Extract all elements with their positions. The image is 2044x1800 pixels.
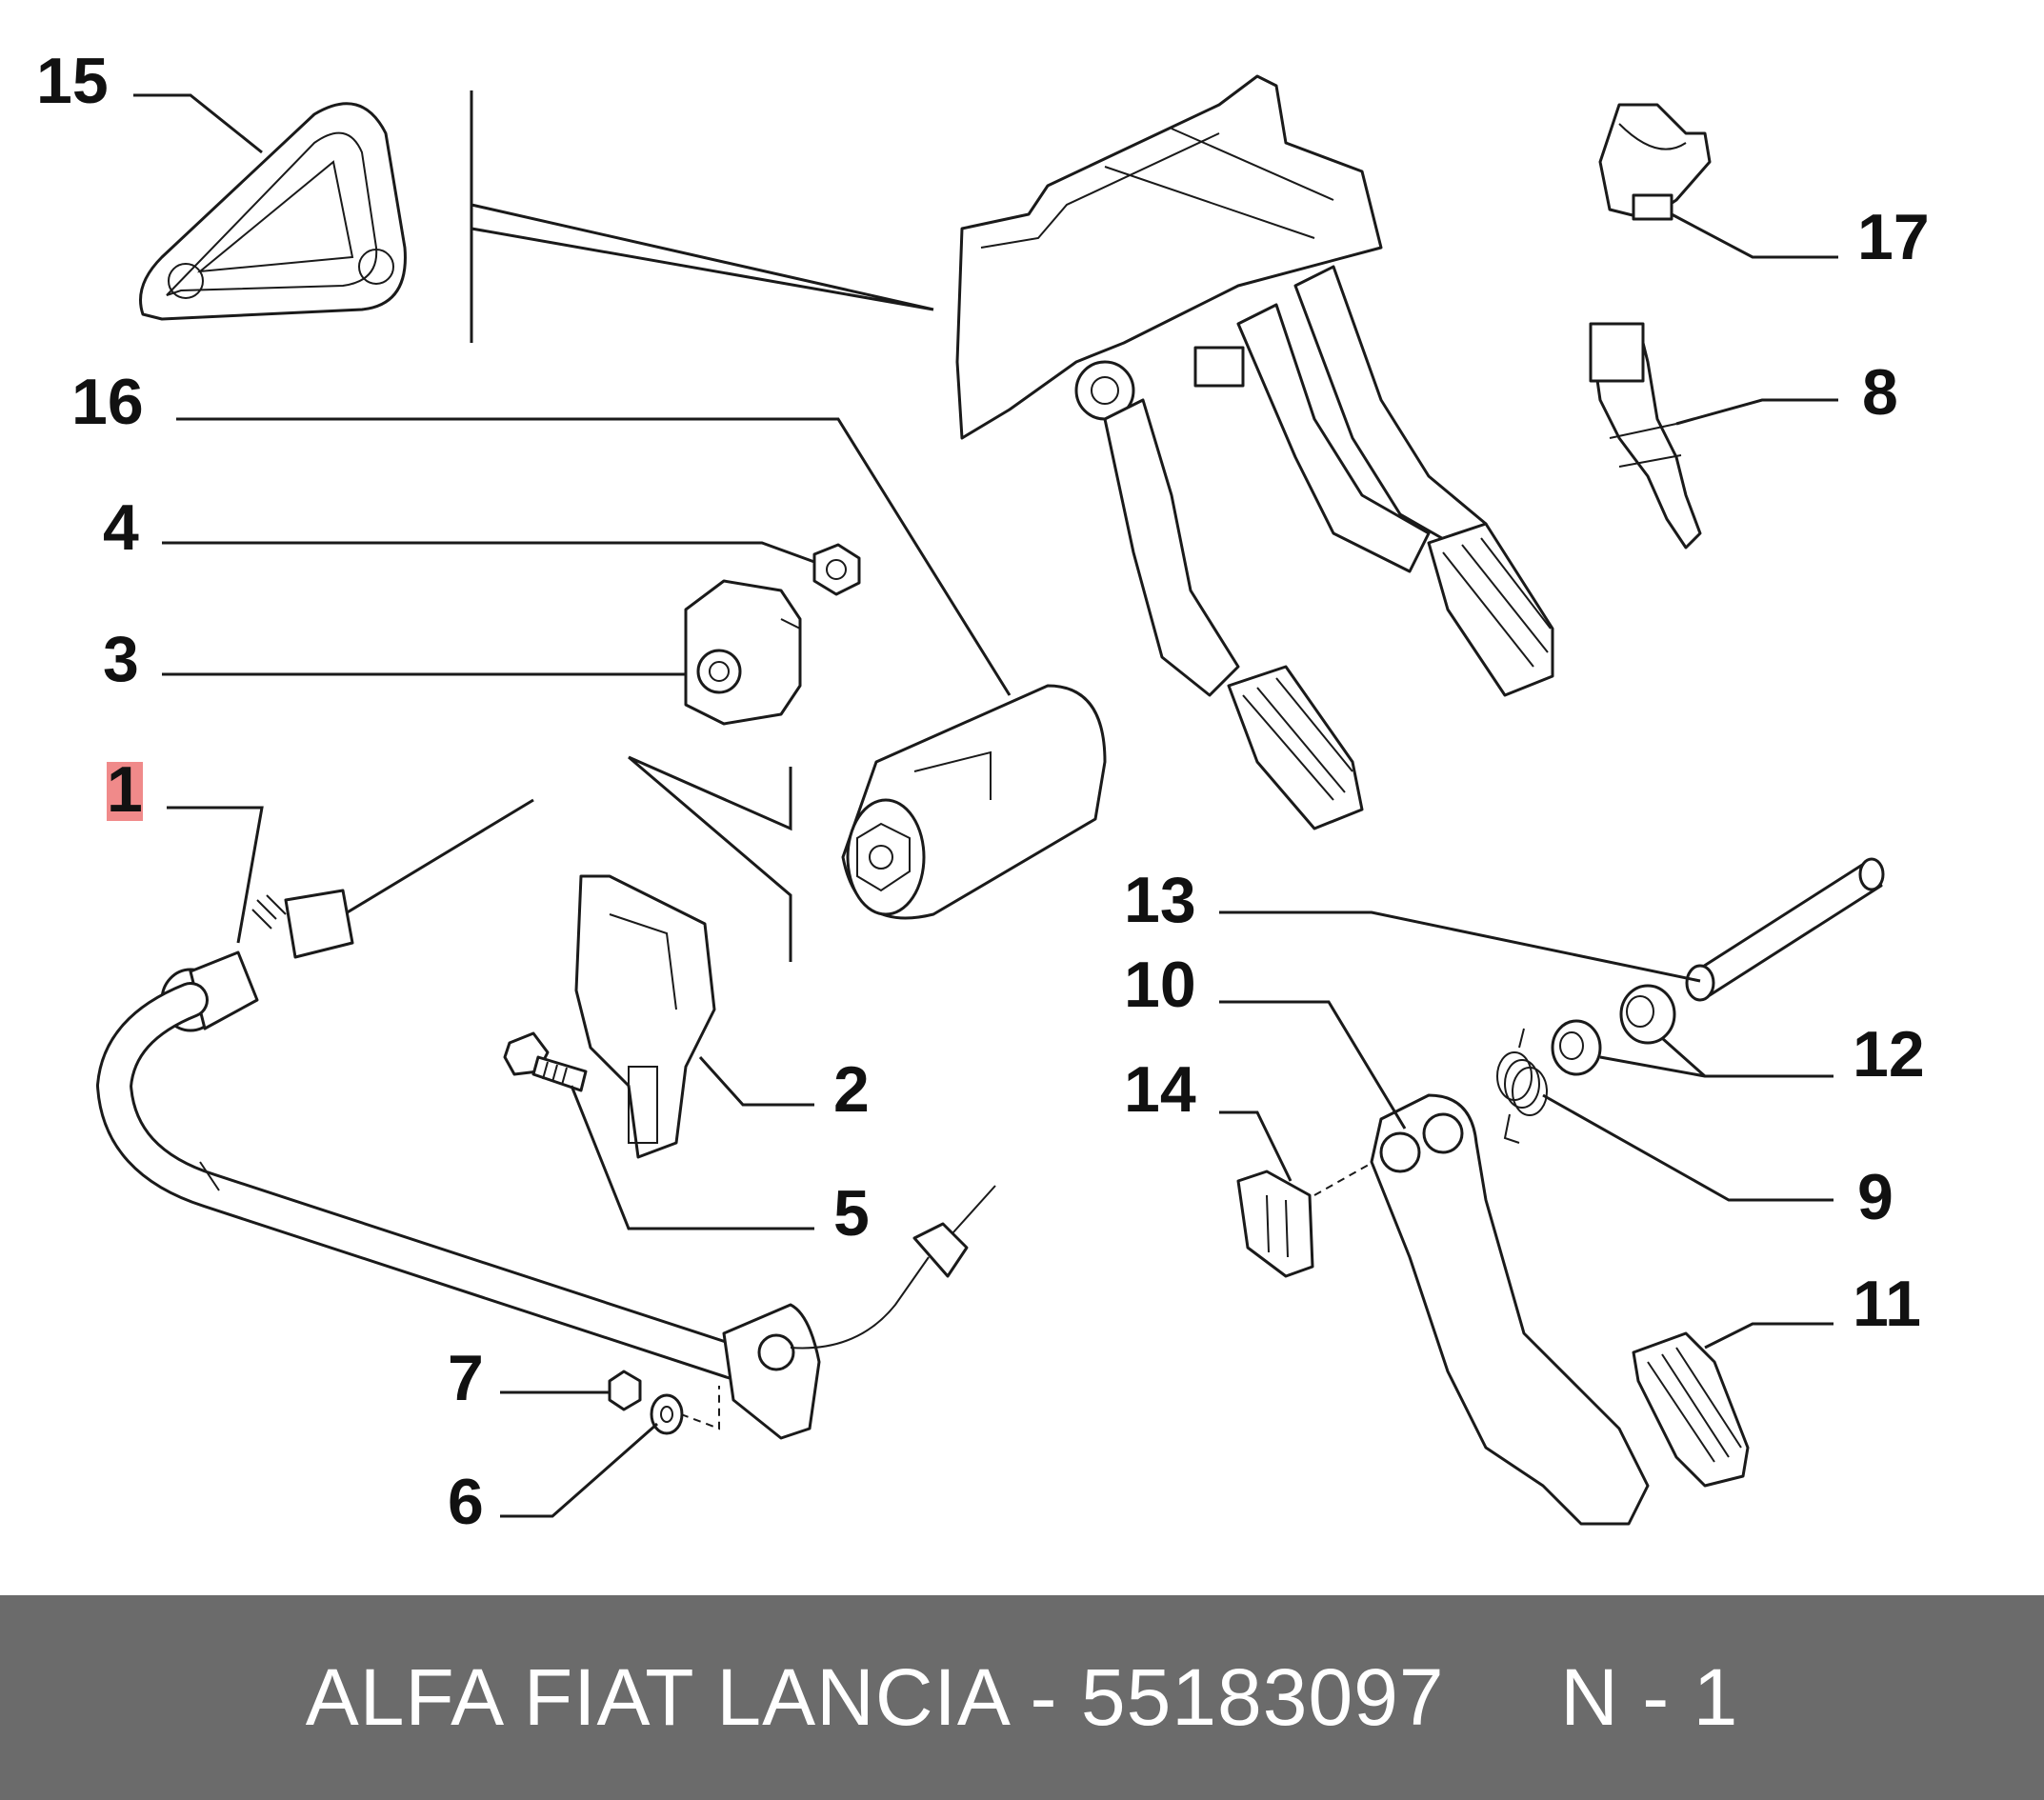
part-7-nut bbox=[608, 1370, 642, 1411]
leader-16 bbox=[176, 417, 1012, 696]
callout-1: 1 bbox=[107, 753, 143, 826]
leader-1 bbox=[167, 806, 264, 944]
leader-10 bbox=[1219, 1000, 1407, 1130]
callout-12: 12 bbox=[1853, 1018, 1925, 1090]
part-17-clip bbox=[1598, 103, 1712, 221]
part-14-clip bbox=[1236, 1151, 1392, 1278]
callout-2: 2 bbox=[833, 1053, 870, 1126]
footer-part-number: ALFA FIAT LANCIA - 55183097 N - 1 bbox=[305, 1652, 1739, 1742]
part-8-switch bbox=[1589, 322, 1702, 550]
callout-1-highlight bbox=[107, 762, 143, 821]
callout-9: 9 bbox=[1857, 1161, 1894, 1233]
callout-3: 3 bbox=[103, 623, 139, 695]
callout-14: 14 bbox=[1124, 1053, 1196, 1126]
part-13-pin bbox=[1685, 857, 1885, 1002]
leader-lines bbox=[133, 93, 1838, 1518]
part-4-nut bbox=[812, 543, 861, 596]
cylinder-bracket bbox=[628, 755, 792, 962]
callout-7: 7 bbox=[448, 1342, 484, 1414]
part-1-cable bbox=[95, 798, 996, 1440]
part-16-cylinder bbox=[841, 684, 1107, 920]
part-10-pedal-arm bbox=[1370, 1093, 1650, 1526]
exploded-parts-diagram: 15 16 4 3 1 2 5 7 6 17 8 13 10 12 14 9 1… bbox=[36, 45, 1930, 1538]
callout-11: 11 bbox=[1853, 1268, 1921, 1340]
callout-16: 16 bbox=[71, 366, 144, 438]
callout-10: 10 bbox=[1124, 949, 1196, 1021]
callout-13: 13 bbox=[1124, 864, 1196, 936]
leader-8 bbox=[1675, 398, 1838, 426]
pedal-box-bracket bbox=[470, 90, 934, 343]
part-9-spring bbox=[1496, 1028, 1548, 1144]
callout-5: 5 bbox=[833, 1177, 870, 1250]
leader-6 bbox=[500, 1422, 658, 1518]
part-2-bracket bbox=[574, 874, 716, 1159]
leader-2 bbox=[698, 1055, 814, 1107]
leader-5 bbox=[570, 1085, 814, 1230]
part-11-pedal-pad bbox=[1632, 1331, 1750, 1488]
part-3-bushing bbox=[684, 579, 802, 726]
callout-6: 6 bbox=[448, 1466, 484, 1538]
leader-14 bbox=[1219, 1110, 1293, 1182]
leader-12 bbox=[1599, 1036, 1834, 1078]
leader-4 bbox=[162, 541, 815, 564]
footer-banner: ALFA FIAT LANCIA - 55183097 N - 1 bbox=[0, 1595, 2044, 1800]
part-6-washer bbox=[650, 1386, 720, 1435]
leader-9 bbox=[1542, 1093, 1834, 1202]
callout-labels: 15 16 4 3 1 2 5 7 6 17 8 13 10 12 14 9 1… bbox=[36, 45, 1930, 1538]
leader-17 bbox=[1671, 212, 1838, 259]
part-5-bolt bbox=[503, 1031, 588, 1092]
pedal-box-assembly bbox=[955, 74, 1554, 830]
leader-15 bbox=[133, 93, 263, 154]
leader-11 bbox=[1704, 1322, 1834, 1350]
part-12-bushing bbox=[1551, 984, 1676, 1076]
callout-4: 4 bbox=[103, 491, 139, 564]
leader-13 bbox=[1219, 910, 1701, 983]
callout-17: 17 bbox=[1857, 201, 1930, 273]
callout-8: 8 bbox=[1862, 356, 1898, 429]
callout-15: 15 bbox=[36, 45, 109, 117]
part-15-gasket bbox=[139, 102, 407, 321]
